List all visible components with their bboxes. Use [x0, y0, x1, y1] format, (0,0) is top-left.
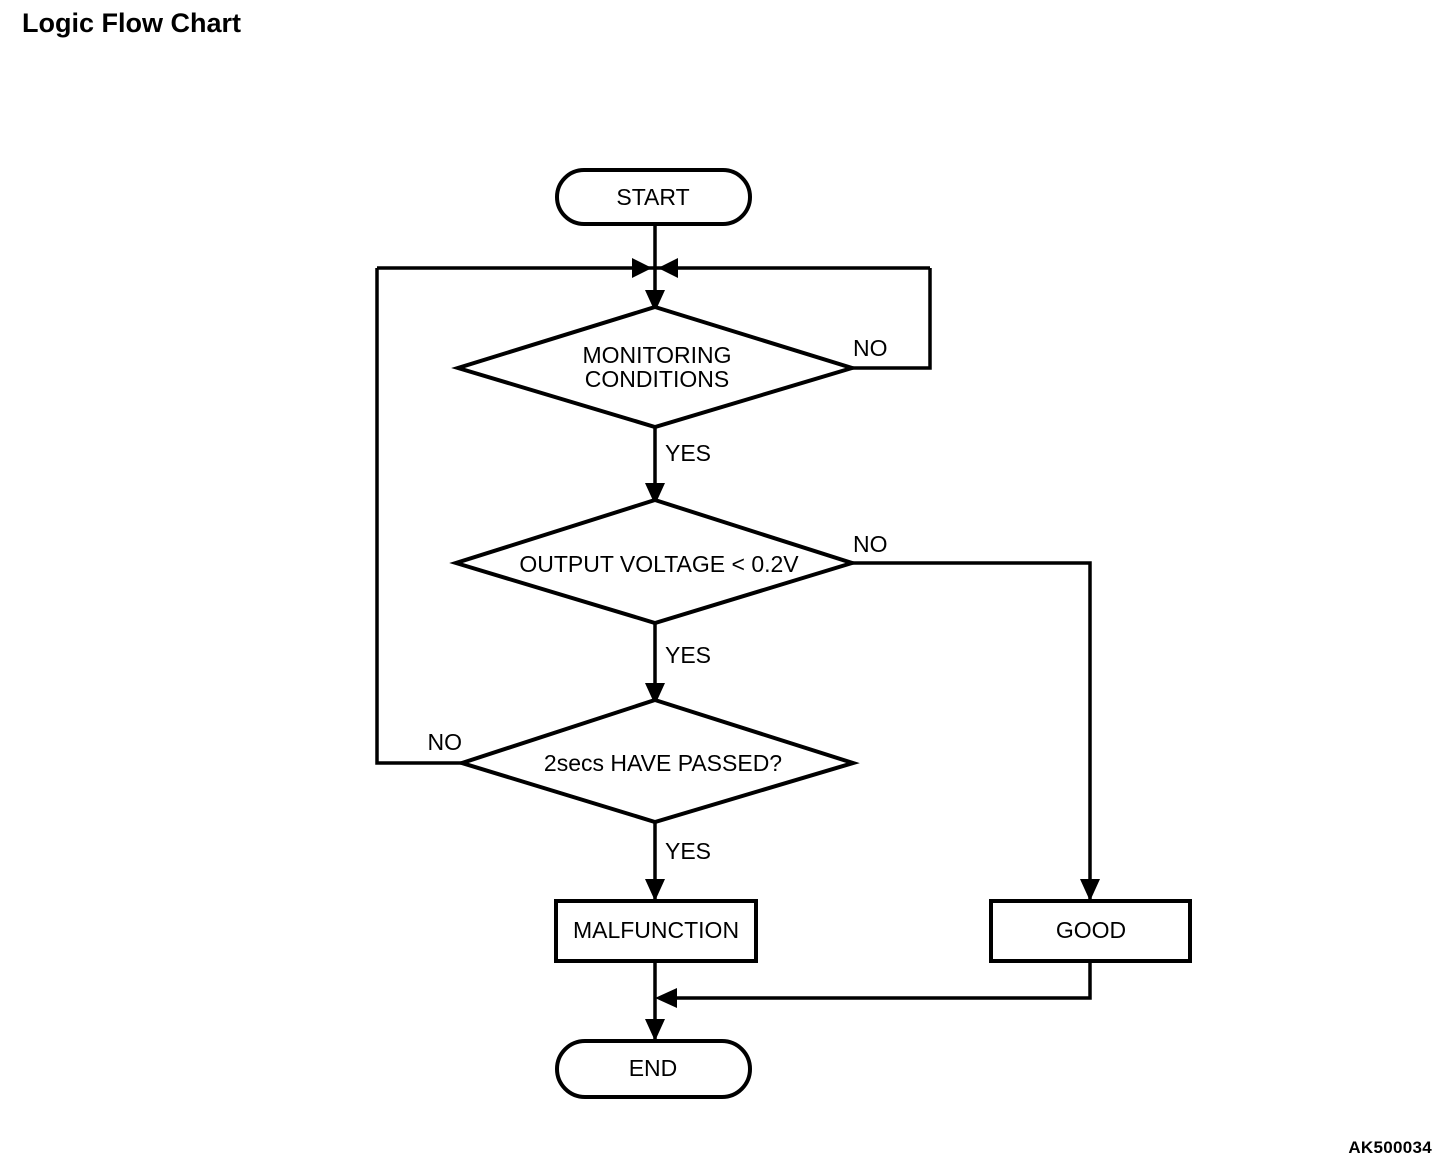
edge-label-voltage-yes: YES	[665, 642, 711, 668]
arrow-head-into-end	[645, 1019, 665, 1041]
node-malfunction-label: MALFUNCTION	[573, 917, 739, 943]
node-output-voltage-label: OUTPUT VOLTAGE < 0.2V	[519, 551, 799, 577]
arrow-head-into-good	[1080, 879, 1100, 901]
node-monitoring-conditions[interactable]	[451, 304, 859, 430]
arrow-head-into-voltage	[645, 483, 665, 505]
node-monitoring-label-line2: CONDITIONS	[585, 366, 729, 392]
arrow-head-into-timer	[645, 683, 665, 705]
edge-label-monitoring-yes: YES	[665, 440, 711, 466]
node-end[interactable]	[555, 1039, 752, 1099]
node-timer-check-label: 2secs HAVE PASSED?	[544, 750, 782, 776]
node-timer-check[interactable]	[455, 697, 860, 825]
arrow-head-merge-left	[655, 988, 677, 1008]
reference-code: AK500034	[1348, 1138, 1432, 1157]
node-start[interactable]	[555, 168, 752, 226]
edge-label-monitoring-no: NO	[853, 335, 888, 361]
arrow-head-into-monitoring	[645, 290, 665, 312]
edge-label-timer-no: NO	[428, 729, 463, 755]
arrow-head-into-malfunction	[645, 879, 665, 901]
node-end-label: END	[629, 1055, 678, 1081]
node-good-label: GOOD	[1056, 917, 1126, 943]
arrow-head-feedback-right	[658, 258, 678, 278]
node-good[interactable]	[989, 899, 1192, 963]
arrow-head-feedback-left	[632, 258, 652, 278]
edge-timer-no	[375, 268, 462, 765]
edge-label-timer-yes: YES	[665, 838, 711, 864]
edge-monitoring-no	[852, 268, 932, 370]
node-malfunction[interactable]	[554, 899, 758, 963]
node-output-voltage[interactable]	[449, 497, 859, 626]
page-title: Logic Flow Chart	[22, 8, 241, 38]
edge-voltage-no	[852, 561, 1092, 901]
node-start-label: START	[616, 184, 689, 210]
edge-label-voltage-no: NO	[853, 531, 888, 557]
node-monitoring-label-line1: MONITORING	[582, 342, 731, 368]
edge-good-to-end	[660, 961, 1092, 1000]
